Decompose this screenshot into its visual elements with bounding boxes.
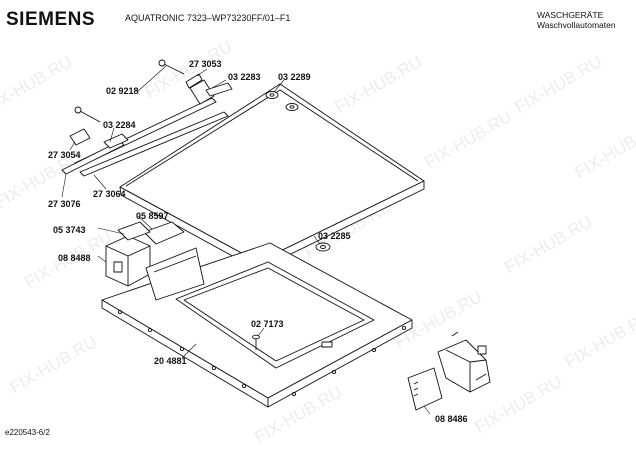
frame-screw	[252, 334, 260, 350]
category-line-1: WASCHGERÄTE	[537, 10, 604, 20]
worktop-lid	[119, 83, 425, 271]
leader-lines	[61, 65, 431, 415]
top-frame	[101, 242, 413, 408]
part-label: 05 3743	[53, 225, 86, 235]
part-label: 27 3076	[48, 199, 81, 209]
drawing-code: e220543-6/2	[5, 428, 50, 437]
brand-logo: SIEMENS	[6, 9, 96, 30]
part-label: 08 8488	[58, 253, 91, 263]
category-line-2: Waschvollautomaten	[537, 20, 616, 30]
part-label: 05 8597	[136, 211, 169, 221]
door-lock-assembly	[407, 331, 491, 411]
rail-strips	[61, 97, 229, 177]
part-label: 03 2285	[318, 231, 351, 241]
part-label: 27 3053	[189, 59, 222, 69]
part-label: 02 9218	[106, 86, 139, 96]
part-label: 02 7173	[251, 319, 284, 329]
part-label: 03 2289	[278, 72, 311, 82]
lid-clip	[315, 242, 331, 252]
part-label: 03 2284	[103, 120, 136, 130]
hinge-brackets	[69, 59, 233, 149]
part-label: 27 3064	[93, 189, 126, 199]
part-label: 27 3054	[48, 150, 81, 160]
buffer-pads	[265, 91, 299, 111]
part-label: 08 8486	[435, 414, 468, 424]
detergent-drawer	[105, 221, 185, 287]
part-label: 03 2283	[228, 72, 261, 82]
model-title: AQUATRONIC 7323–WP73230FF/01–F1	[125, 13, 291, 23]
part-label: 20 4881	[154, 356, 187, 366]
